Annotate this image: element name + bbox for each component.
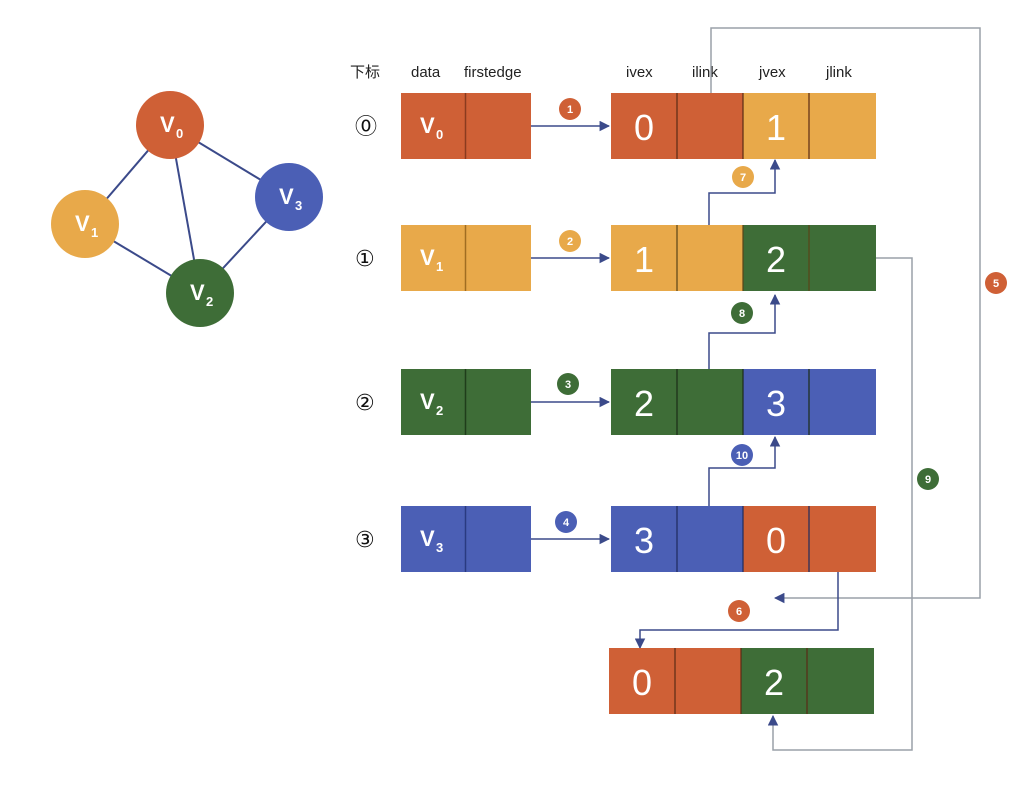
graph-vertex-v0: V 0 [136, 91, 204, 159]
graph-vertex-v1-sub: 1 [91, 225, 98, 240]
edge-node-3-0-ivex: 3 [634, 520, 654, 561]
link-line-6 [634, 571, 839, 650]
svg-text:6: 6 [736, 606, 742, 618]
svg-text:3: 3 [565, 379, 571, 391]
graph: V 0 V 1 V 2 V 3 [51, 91, 323, 327]
badge-6: 6 [728, 600, 750, 622]
link-line-10 [708, 435, 781, 506]
badge-10: 10 [731, 444, 753, 466]
svg-text:8: 8 [739, 308, 745, 320]
edge-node-1-2-jvex: 2 [766, 239, 786, 280]
graph-vertex-v3-label: V [279, 184, 294, 209]
badge-2: 2 [559, 230, 581, 252]
svg-text:1: 1 [567, 104, 573, 116]
header-jvex: jvex [758, 64, 786, 81]
edge-node-0-2: 0 2 [609, 648, 874, 714]
vertex-node-1-sub: 1 [436, 259, 443, 274]
badge-7: 7 [732, 166, 754, 188]
row-0-index: ⓪ [355, 114, 377, 139]
graph-vertex-v2-label: V [190, 280, 205, 305]
header-ivex: ivex [626, 64, 653, 81]
link-line-8 [708, 293, 781, 369]
vertex-node-1-label: V [420, 245, 435, 270]
svg-text:5: 5 [993, 278, 999, 290]
row-2: ② V 2 [355, 369, 531, 435]
vertex-node-2-label: V [420, 389, 435, 414]
row-1-index: ① [355, 246, 375, 271]
vertex-node-0-sub: 0 [436, 127, 443, 142]
link-line-7 [708, 158, 781, 225]
vertex-node-3-label: V [420, 526, 435, 551]
vertex-node-3-sub: 3 [436, 540, 443, 555]
row-0: ⓪ V 0 [355, 93, 531, 159]
edge-node-3-0-jvex: 0 [766, 520, 786, 561]
badges: 1 2 3 4 5 6 7 8 [555, 98, 1007, 622]
edge-node-2-3: 2 3 [611, 369, 876, 435]
graph-vertex-v3: V 3 [255, 163, 323, 231]
header-data: data [411, 64, 441, 81]
badge-5: 5 [985, 272, 1007, 294]
vertex-node-0: V 0 [401, 93, 531, 159]
edge-node-0-1-jvex: 1 [766, 107, 786, 148]
vertex-node-0-label: V [420, 113, 435, 138]
graph-vertex-v2-sub: 2 [206, 294, 213, 309]
row-3-index: ③ [355, 527, 375, 552]
badge-8: 8 [731, 302, 753, 324]
vertex-node-1: V 1 [401, 225, 531, 291]
edge-node-2-3-ivex: 2 [634, 383, 654, 424]
graph-vertex-v2: V 2 [166, 259, 234, 327]
vertex-node-2: V 2 [401, 369, 531, 435]
vertex-node-2-sub: 2 [436, 403, 443, 418]
graph-vertex-v1: V 1 [51, 190, 119, 258]
svg-text:7: 7 [740, 172, 746, 184]
svg-text:9: 9 [925, 474, 931, 486]
badge-1: 1 [559, 98, 581, 120]
header-index: 下标 [350, 64, 380, 81]
graph-vertex-v3-sub: 3 [295, 198, 302, 213]
header-jlink: jlink [825, 64, 852, 81]
edge-node-0-1: 0 1 [611, 93, 876, 159]
row-2-index: ② [355, 390, 375, 415]
row-1: ① V 1 [355, 225, 531, 291]
edge-node-1-2-ivex: 1 [634, 239, 654, 280]
graph-vertex-v0-label: V [160, 112, 175, 137]
edge-node-3-0: 3 0 [611, 506, 876, 572]
edge-node-0-1-ivex: 0 [634, 107, 654, 148]
graph-vertex-v0-sub: 0 [176, 126, 183, 141]
edge-node-1-2: 1 2 [611, 225, 876, 291]
badge-3: 3 [557, 373, 579, 395]
svg-text:4: 4 [563, 517, 570, 529]
svg-text:2: 2 [567, 236, 573, 248]
link-lines [499, 27, 981, 751]
vertex-node-3: V 3 [401, 506, 531, 572]
edge-node-0-2-ivex: 0 [632, 662, 652, 703]
graph-vertex-v1-label: V [75, 211, 90, 236]
badge-9: 9 [917, 468, 939, 490]
edge-node-2-3-jvex: 3 [766, 383, 786, 424]
header-firstedge: firstedge [464, 64, 522, 81]
badge-4: 4 [555, 511, 577, 533]
svg-text:10: 10 [736, 450, 748, 462]
row-3: ③ V 3 [355, 506, 531, 572]
header-ilink: ilink [692, 64, 718, 81]
edge-node-0-2-jvex: 2 [764, 662, 784, 703]
column-headers: 下标 data firstedge ivex ilink jvex jlink [350, 64, 852, 81]
link-line-9 [767, 257, 913, 751]
